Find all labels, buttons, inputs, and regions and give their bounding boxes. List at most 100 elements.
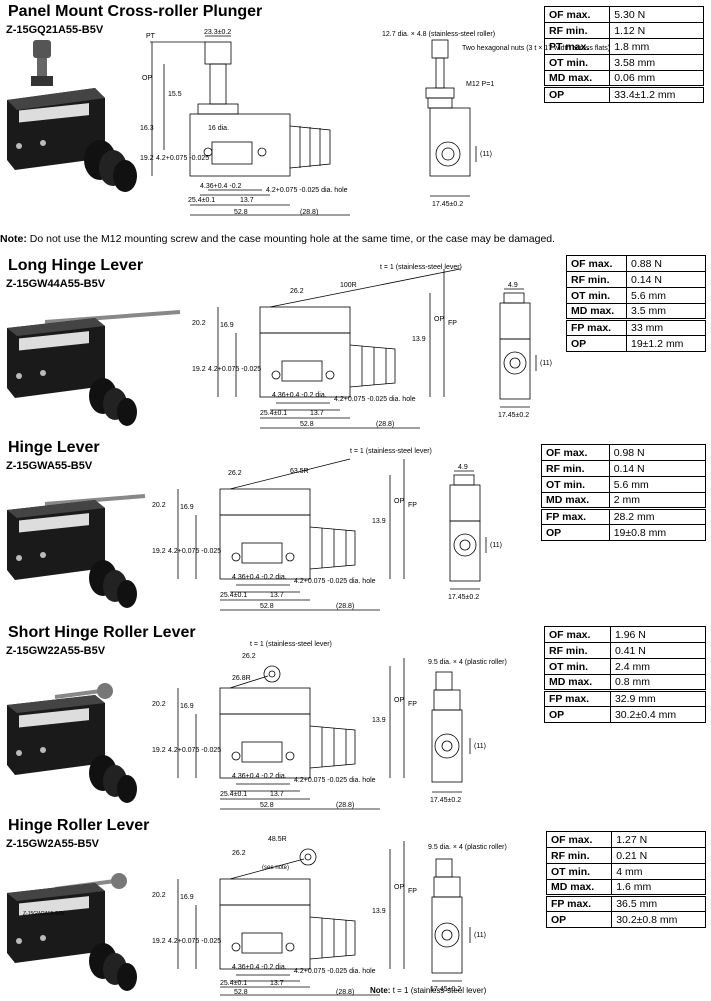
spec-value: 30.2±0.4 mm xyxy=(609,706,707,723)
dim-w2: 17.45±0.2 xyxy=(448,594,479,601)
dim-h4: 13.9 xyxy=(372,518,386,525)
dim-h1: 20.2 xyxy=(152,892,166,899)
dim-lever: t = 1 (stainless-steel lever) xyxy=(350,448,432,455)
dim-r11: (11) xyxy=(474,932,486,939)
dim-radius: 63.5R xyxy=(290,468,309,475)
model-number: Z-15GQ21A55-B5V xyxy=(6,24,104,36)
switch-photo: Z-15GW2A55-B5V xyxy=(7,873,137,991)
spec-key: FP max. xyxy=(541,507,610,525)
dim-x3: 13.7 xyxy=(310,410,324,417)
dim-h3: 19.2 xyxy=(192,366,206,373)
spec-value: 19±1.2 mm xyxy=(625,335,707,352)
dim-width: 23.3±0.2 xyxy=(204,29,231,36)
dim-op: OP xyxy=(142,75,152,82)
spec-value: 0.41 N xyxy=(609,642,707,659)
spec-value: 0.14 N xyxy=(625,271,707,288)
dim-h2: 16.3 xyxy=(140,125,154,132)
spec-value: 0.14 N xyxy=(608,460,707,477)
spec-value: 33.4±1.2 mm xyxy=(609,85,704,103)
dim-w2: 17.45±0.2 xyxy=(432,201,463,208)
dim-x5: (28.8) xyxy=(336,603,354,610)
model-number: Z-15GWA55-B5V xyxy=(6,460,93,472)
dim-x2: 25.4±0.1 xyxy=(220,791,247,798)
dim-fp: FP xyxy=(408,888,417,895)
dim-fp: FP xyxy=(408,701,417,708)
spec-key: RF min. xyxy=(545,847,613,864)
spec-table: OF max.0.88 N RF min.0.14 N OT min.5.6 m… xyxy=(566,255,707,352)
dim-h1: 20.2 xyxy=(192,320,206,327)
spec-key: FP max. xyxy=(566,318,627,336)
dim-x3: 13.7 xyxy=(270,791,284,798)
spec-value: 4 mm xyxy=(611,863,706,880)
front-dimension-drawing: 48.5R 26.2 (see note) 20.2 16.9 19.2 4.2… xyxy=(152,836,417,996)
dim-hole-label: 4.2+0.075 -0.025 dia. hole xyxy=(334,396,416,403)
dim-x2: 25.4±0.1 xyxy=(220,980,247,987)
spec-key: MD max. xyxy=(566,303,627,320)
spec-key: OP xyxy=(541,524,610,541)
spec-key: OF max. xyxy=(544,626,611,643)
front-dimension-drawing: t = 1 (stainless-steel lever) 26.2 26.8R… xyxy=(152,641,417,810)
spec-key: RF min. xyxy=(543,22,611,39)
dim-w4: 4.9 xyxy=(458,464,468,471)
spec-key: FP max. xyxy=(544,689,611,707)
dim-x4: 52.8 xyxy=(260,603,274,610)
section-title: Long Hinge Lever xyxy=(8,257,144,274)
spec-value: 1.8 mm xyxy=(609,38,704,55)
dim-h1: 15.5 xyxy=(168,91,182,98)
note-text: t = 1 (stainless-steel lever) xyxy=(392,986,487,995)
note-label: Note: xyxy=(0,233,27,245)
side-dimension-drawing: 4.9 (11) 17.45±0.2 xyxy=(498,282,552,419)
spec-key: RF min. xyxy=(544,642,611,659)
dim-x2: 25.4±0.1 xyxy=(220,592,247,599)
dim-roller: 12.7 dia. × 4.8 (stainless-steel roller) xyxy=(382,31,495,38)
dim-r11: (11) xyxy=(474,743,486,750)
spec-key: PT max. xyxy=(543,38,611,55)
dim-w4: 4.9 xyxy=(508,282,518,289)
section-hinge-lever: Hinge Lever Z-15GWA55-B5V t = 1 (stainle… xyxy=(0,437,711,617)
dim-x4: 52.8 xyxy=(300,421,314,428)
dim-w2: 17.45±0.2 xyxy=(430,986,461,993)
dim-x4: 52.8 xyxy=(260,802,274,809)
dim-h2: 16.9 xyxy=(220,322,234,329)
spec-value: 28.2 mm xyxy=(608,507,707,525)
section-title: Panel Mount Cross-roller Plunger xyxy=(8,3,263,20)
spec-table: OF max.1.27 N RF min.0.21 N OT min.4 mm … xyxy=(545,831,706,928)
spec-key: MD max. xyxy=(541,492,610,509)
dim-x2: 25.4±0.1 xyxy=(260,410,287,417)
spec-key: OT min. xyxy=(541,476,610,493)
dim-r11: (11) xyxy=(480,151,492,158)
spec-value: 0.8 mm xyxy=(609,674,707,691)
dim-h2: 16.9 xyxy=(180,894,194,901)
dim-x1: 4.36+0.4 -0.2 xyxy=(200,183,242,190)
switch-photo xyxy=(7,494,146,608)
dim-w2: 17.45±0.2 xyxy=(430,797,461,804)
dim-lever: t = 1 (stainless-steel lever) xyxy=(250,641,332,648)
dim-hole: 4.2+0.075 -0.025 xyxy=(168,548,221,555)
dim-x1: 4.36+0.4 -0.2 dia. xyxy=(232,773,287,780)
spec-value: 5.30 N xyxy=(609,6,704,23)
dim-hole-label: 4.2+0.075 -0.025 dia. hole xyxy=(294,968,376,975)
dim-dia: 16 dia. xyxy=(208,125,229,132)
spec-table: OF max.5.30 N RF min.1.12 N PT max.1.8 m… xyxy=(543,6,704,103)
dim-x5: (28.8) xyxy=(336,989,354,996)
photo-marking: Z-15GW2A55-B5V xyxy=(23,911,65,917)
spec-key: OF max. xyxy=(545,831,613,848)
dim-h2: 16.9 xyxy=(180,703,194,710)
front-dimension-drawing: t = 1 (stainless-steel lever) 100R 26.2 … xyxy=(192,264,462,429)
lever-note: Note: t = 1 (stainless-steel lever) xyxy=(370,986,486,995)
dim-x4: 52.8 xyxy=(234,989,248,996)
dim-fp: FP xyxy=(448,320,457,327)
front-dimension-drawing: t = 1 (stainless-steel lever) 63.5R 26.2… xyxy=(152,448,432,611)
section-panel-mount-cross-roller-plunger: Panel Mount Cross-roller Plunger Z-15GQ2… xyxy=(0,0,711,230)
dim-hole-label: 4.2+0.075 -0.025 dia. hole xyxy=(266,187,348,194)
spec-value: 3.5 mm xyxy=(625,303,707,320)
spec-table: OF max.0.98 N RF min.0.14 N OT min.5.6 m… xyxy=(541,444,707,541)
spec-value: 0.21 N xyxy=(611,847,706,864)
section-title: Short Hinge Roller Lever xyxy=(8,624,196,641)
spec-value: 0.06 mm xyxy=(609,70,704,87)
dim-r11: (11) xyxy=(540,360,552,367)
spec-key: RF min. xyxy=(566,271,627,288)
spec-key: OF max. xyxy=(543,6,611,23)
dim-roller: 9.5 dia. × 4 (plastic roller) xyxy=(428,844,507,851)
dim-h3: 19.2 xyxy=(140,155,154,162)
